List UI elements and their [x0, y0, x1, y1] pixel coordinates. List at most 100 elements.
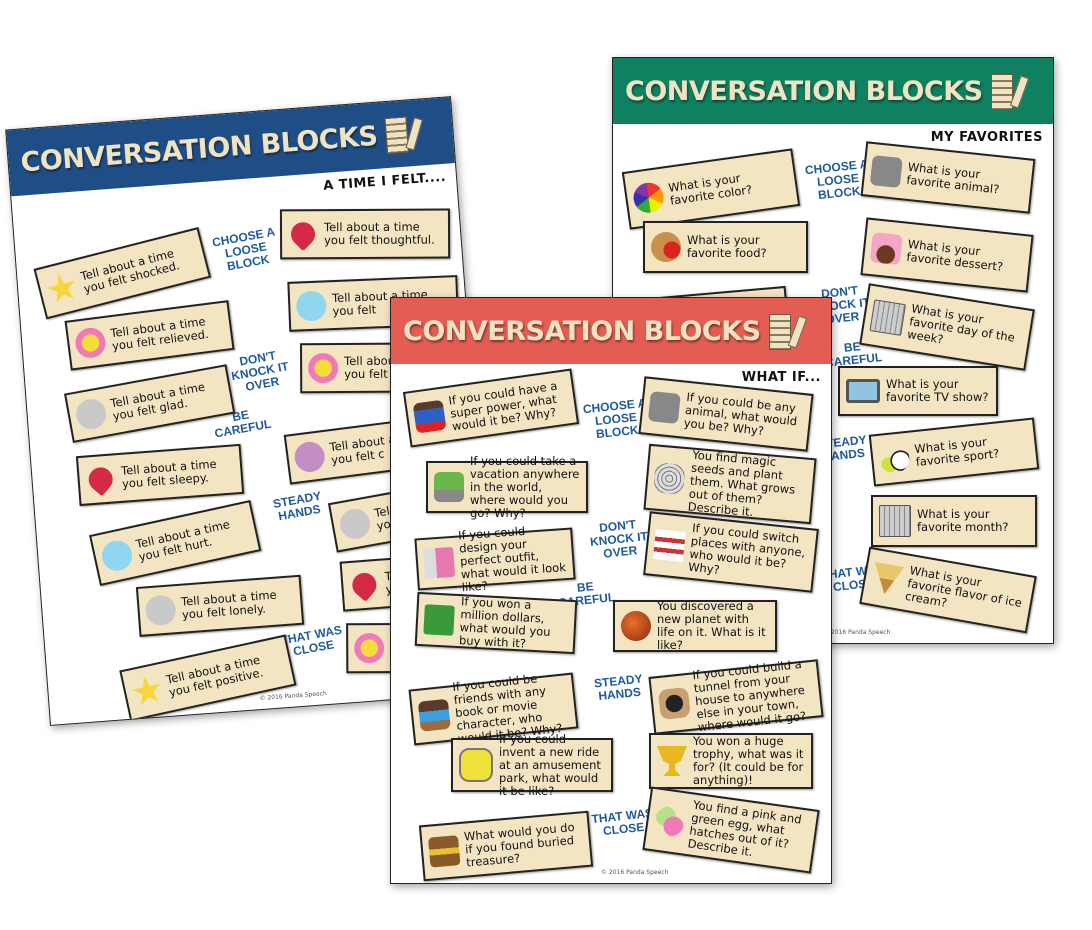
card-text: Tell about a time you felt glad. [109, 379, 206, 424]
ride-icon [459, 748, 493, 782]
card-text: If you could have a super power, what wo… [447, 378, 559, 434]
card-text: You find magic seeds and plant them. Wha… [687, 447, 796, 519]
card-text: What is your favorite sport? [913, 434, 1000, 470]
card-text: Tell about a time you felt relieved. [109, 314, 210, 354]
page-header: CONVERSATION BLOCKS [613, 58, 1053, 124]
card-text: If you could invent a new ride at an amu… [499, 731, 601, 798]
card-text: What is your favorite food? [687, 233, 767, 260]
conversation-card: If you could build a tunnel from your ho… [648, 656, 824, 735]
card-text: What is your favorite dessert? [905, 236, 1004, 274]
conversation-card: If you could be any animal, what would y… [638, 376, 814, 452]
heart-face-icon [83, 462, 118, 497]
copyright-footer: © 2016 Panda Speech [823, 629, 891, 636]
conversation-card: What is your favorite animal? [860, 141, 1036, 214]
page-subtitle: WHAT IF... [741, 370, 821, 385]
conversation-card: If you could invent a new ride at an amu… [451, 732, 613, 797]
page-header: CONVERSATION BLOCKS [391, 298, 831, 364]
food-icon [651, 232, 681, 262]
conversation-card: Tell about a time you felt relieved. [64, 300, 235, 371]
star-face-icon [44, 270, 80, 306]
road-trip-icon [434, 472, 464, 502]
stage-label: DON'T KNOCK IT OVER [230, 348, 290, 394]
conversation-card: What is your favorite flavor of ice crea… [859, 546, 1037, 634]
trophy-icon [657, 746, 687, 776]
card-text: What is your favorite color? [667, 170, 753, 208]
seeds-icon [652, 462, 686, 495]
bricks-icon [768, 314, 792, 350]
heart-face-icon [347, 568, 382, 602]
card-text: Tell about a time you felt sleepy. [120, 456, 218, 491]
card-text: Tell about a time you felt hurt. [134, 517, 232, 564]
calendar-icon [879, 505, 911, 537]
card-text: If you could build a tunnel from your ho… [691, 656, 807, 734]
card-text: What is your favorite month? [917, 507, 1009, 534]
flower-face-icon [73, 326, 108, 360]
calendar-icon [869, 299, 907, 336]
conversation-card: Tell about a time you felt lonely. [135, 574, 305, 637]
cat-face-icon [337, 506, 373, 542]
blue-face-icon [295, 290, 327, 322]
flower-face-icon [308, 353, 339, 384]
stage-label: CHOOSE A LOOSE BLOCK [211, 224, 277, 274]
color-wheel-icon [631, 180, 666, 215]
conversation-card: If you won a million dollars, what would… [414, 591, 578, 655]
blocks-logo-icon [768, 314, 808, 350]
conversation-card: If you could take a vacation anywhere in… [426, 454, 588, 519]
flower-face-icon [354, 633, 385, 664]
sticks-icon [405, 117, 424, 151]
card-text: If you could design your perfect outfit,… [457, 523, 567, 594]
conversation-card: Tell about a time you felt positive. [119, 634, 297, 722]
cat-face-icon [144, 594, 177, 627]
conversation-card: If you could have a super power, what wo… [402, 368, 580, 448]
card-text: Tell about a time you felt positive. [164, 652, 265, 700]
bricks-icon [990, 74, 1014, 110]
tunnel-icon [657, 686, 691, 720]
blocks-logo-icon [384, 116, 424, 155]
conversation-card: You won a huge trophy, what was it for? … [649, 733, 813, 789]
card-text: If you won a million dollars, what would… [458, 594, 551, 651]
conversation-card: What is your favorite TV show? [838, 366, 998, 416]
treasure-chest-icon [427, 835, 461, 868]
stage-label: STEADY HANDS [593, 671, 644, 704]
card-text: What is your favorite day of the week? [906, 300, 1016, 346]
swap-arrows-icon [652, 529, 686, 563]
reading-kids-icon [417, 698, 451, 732]
animals-icon [869, 154, 903, 188]
blue-face-icon [99, 537, 135, 574]
conversation-card: Tell about a time you felt thoughtful. [279, 208, 451, 260]
animals-icon [647, 391, 681, 425]
conversation-card: What is your favorite food? [643, 221, 808, 273]
page-title: CONVERSATION BLOCKS [625, 75, 983, 107]
blocks-logo-icon [990, 74, 1030, 110]
card-text: Tell about a time you felt thoughtful. [323, 219, 435, 248]
stage-label: STEADY HANDS [271, 488, 323, 524]
page-subtitle: MY FAVORITES [930, 130, 1043, 145]
conversation-card: You find magic seeds and plant them. Wha… [643, 443, 817, 525]
ice-cream-icon [870, 562, 905, 597]
card-text: If you could take a vacation anywhere in… [470, 453, 580, 520]
copyright-footer: © 2016 Panda Speech [259, 690, 328, 703]
conversation-card: You find a pink and green egg, what hatc… [642, 786, 820, 874]
conversation-card: You discovered a new planet with life on… [613, 600, 777, 652]
card-text: If you could be any animal, what would y… [683, 389, 798, 438]
page-title: CONVERSATION BLOCKS [19, 120, 379, 178]
conversation-card: Tell about a time you felt hurt. [89, 500, 262, 586]
conversation-card: If you could design your perfect outfit,… [414, 523, 576, 594]
page-subtitle: A TIME I FELT.... [322, 169, 447, 194]
star-face-icon [129, 673, 165, 709]
card-text: Tell about a time you felt shocked. [79, 246, 181, 296]
card-text: You find a pink and green egg, what hatc… [686, 797, 803, 860]
conversation-card: What is your favorite dessert? [860, 217, 1034, 293]
purple-face-icon [292, 440, 327, 474]
page-title: CONVERSATION BLOCKS [403, 315, 761, 347]
conversation-card: What is your favorite month? [871, 495, 1037, 547]
sports-balls-icon [877, 441, 911, 475]
superhero-icon [412, 399, 447, 434]
copyright-footer: © 2016 Panda Speech [601, 869, 669, 876]
card-text: You won a huge trophy, what was it for? … [693, 734, 804, 787]
conversation-card: Tell about a time you felt sleepy. [75, 443, 245, 507]
card-text: What is your favorite animal? [905, 159, 1001, 196]
heart-face-icon [286, 217, 321, 252]
card-text: What would you do if you found buried tr… [463, 819, 576, 869]
